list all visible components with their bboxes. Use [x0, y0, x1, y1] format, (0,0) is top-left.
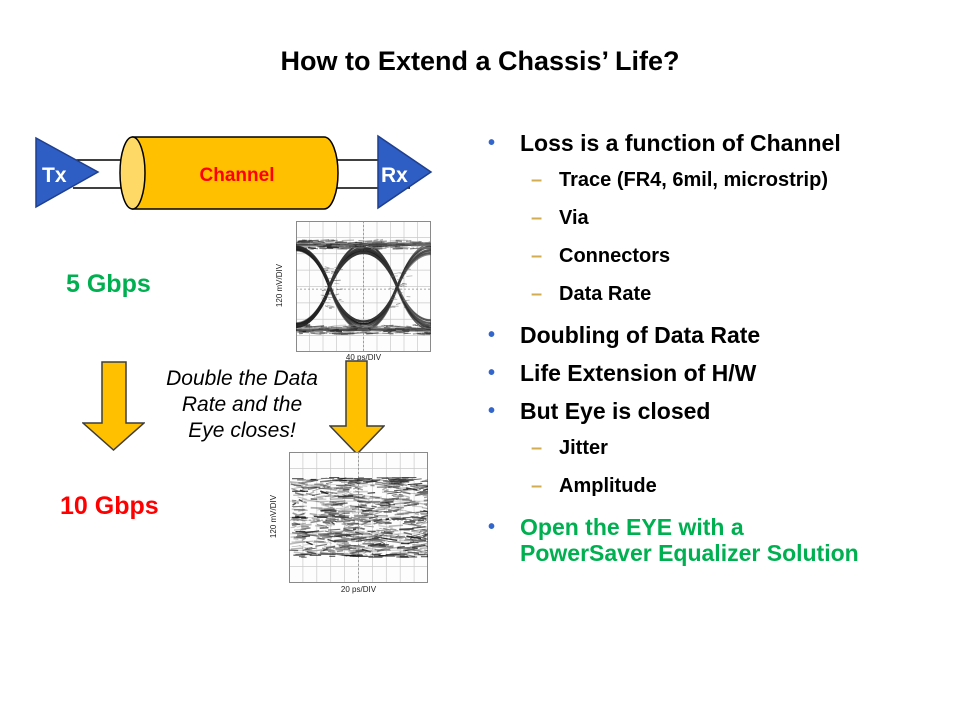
rx-label: Rx: [381, 164, 408, 187]
eye-top-xlabel: 40 ps/DIV: [345, 353, 382, 362]
channel-cylinder-cap: [119, 136, 146, 210]
bullet-amplitude: – Amplitude: [531, 474, 928, 498]
dash-icon: –: [531, 437, 543, 459]
bullet-doubling: • Doubling of Data Rate: [488, 322, 928, 348]
bullet-connectors-text: Connectors: [559, 245, 671, 267]
down-arrow-right-shape: [329, 360, 385, 456]
channel-label: Channel: [200, 165, 275, 186]
arrow-note: Double the Data Rate and the Eye closes!: [166, 367, 318, 442]
down-arrow-left: [82, 361, 145, 452]
dash-icon: –: [531, 475, 543, 497]
bullet-data-rate: – Data Rate: [531, 282, 928, 306]
bullet-jitter: – Jitter: [531, 436, 928, 460]
bullet-open-eye-text: Open the EYE with a PowerSaver Equalizer…: [520, 514, 859, 566]
bullet-amplitude-text: Amplitude: [559, 475, 657, 497]
dash-icon: –: [531, 207, 543, 229]
tx-triangle: [35, 136, 100, 209]
rx-triangle: [377, 134, 433, 210]
bullet-dot-icon: •: [488, 362, 496, 384]
bullet-eye-closed: • But Eye is closed: [488, 398, 928, 424]
rate-label-5gbps: 5 Gbps: [66, 270, 151, 298]
tx-channel-rx-diagram: Tx Channel Rx: [35, 134, 433, 210]
bullet-via: – Via: [531, 206, 928, 230]
bullet-doubling-text: Doubling of Data Rate: [520, 322, 761, 348]
bullet-list: • Loss is a function of Channel – Trace …: [488, 130, 928, 578]
down-arrow-left-shape: [82, 361, 145, 452]
bullet-via-text: Via: [559, 207, 589, 229]
eye-top-ylabel: 120 mV/DIV: [275, 263, 284, 308]
eye-diagram-closed: [289, 452, 428, 583]
dash-icon: –: [531, 283, 543, 305]
bullet-data-rate-text: Data Rate: [559, 283, 652, 305]
bullet-dot-icon: •: [488, 324, 496, 346]
bullet-dot-icon: •: [488, 132, 496, 154]
eye-bottom-xlabel: 20 ps/DIV: [340, 585, 377, 594]
eye-bottom-ylabel: 120 mV/DIV: [269, 494, 278, 539]
slide-title: How to Extend a Chassis’ Life?: [280, 46, 680, 76]
dash-icon: –: [531, 169, 543, 191]
down-arrow-right: [329, 360, 385, 456]
eye-diagram-open: [296, 221, 431, 352]
dash-icon: –: [531, 245, 543, 267]
bullet-trace: – Trace (FR4, 6mil, microstrip): [531, 168, 928, 192]
bullet-loss: • Loss is a function of Channel: [488, 130, 928, 156]
bullet-dot-icon: •: [488, 516, 496, 538]
bullet-life-extension: • Life Extension of H/W: [488, 360, 928, 386]
bullet-loss-text: Loss is a function of Channel: [520, 130, 841, 156]
tx-label: Tx: [42, 164, 67, 187]
bullet-life-extension-text: Life Extension of H/W: [520, 360, 757, 386]
bullet-jitter-text: Jitter: [559, 437, 608, 459]
bullet-trace-text: Trace (FR4, 6mil, microstrip): [559, 169, 828, 191]
rate-label-10gbps: 10 Gbps: [60, 492, 159, 520]
bullet-open-eye: • Open the EYE with a PowerSaver Equaliz…: [488, 514, 928, 566]
bullet-dot-icon: •: [488, 400, 496, 422]
channel-cylinder-body: [131, 136, 339, 210]
bullet-eye-closed-text: But Eye is closed: [520, 398, 711, 424]
bullet-connectors: – Connectors: [531, 244, 928, 268]
